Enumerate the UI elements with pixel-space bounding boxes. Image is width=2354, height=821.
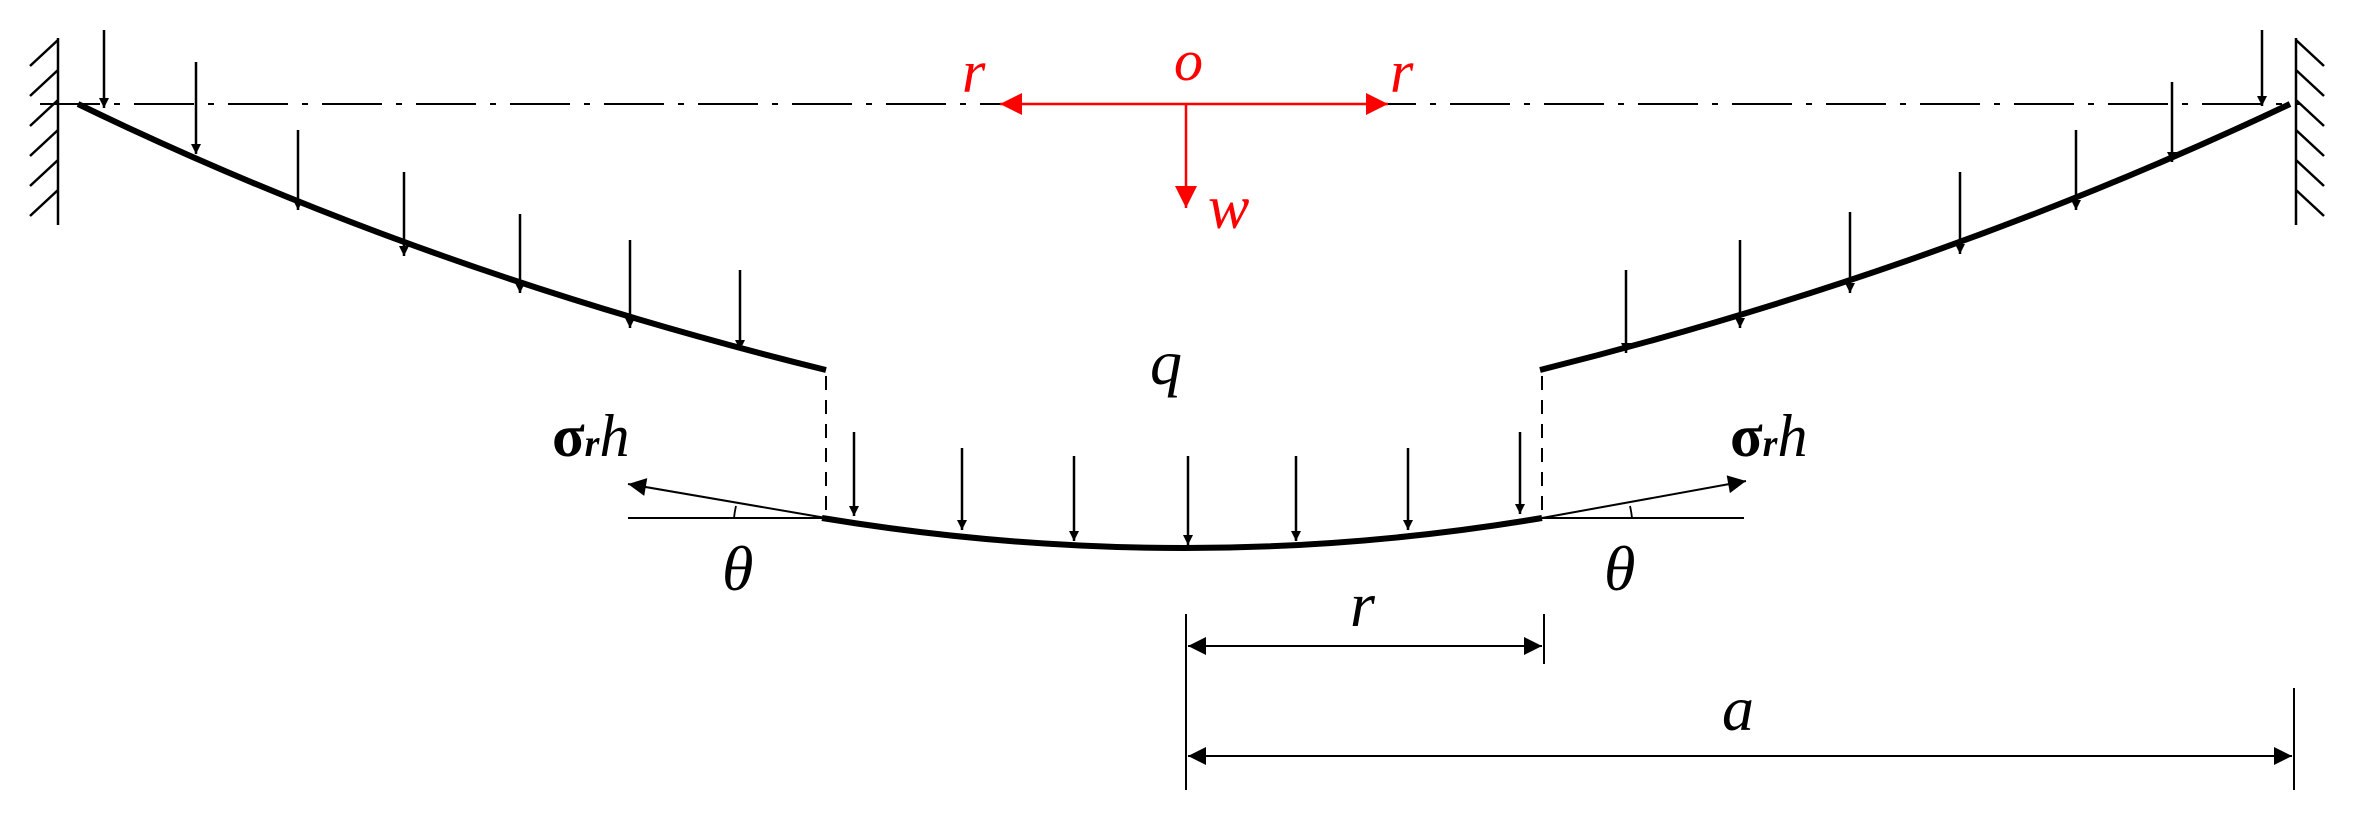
load-arrows-outer-left: [99, 30, 745, 350]
dimension-a-label: a: [1722, 673, 1754, 744]
dimension-extension-lines: [1185, 614, 2295, 790]
plate-outer-left: [76, 101, 827, 373]
cut-lines: [825, 376, 1543, 516]
load-arrows-outer-right: [1621, 30, 2267, 353]
origin-label: o: [1174, 28, 1203, 93]
load-arrows-inner: [849, 432, 1525, 545]
sigma-symbol-right: σ: [1730, 403, 1763, 469]
sigma-arrow-left: [627, 478, 827, 519]
load-q-label: q: [1150, 327, 1182, 398]
sigma-tail-right: h: [1777, 403, 1807, 469]
sigma-arrow-right: [1541, 475, 1747, 519]
plate-inner: [821, 515, 1543, 551]
r-axis-label-right: r: [1390, 39, 1414, 105]
r-axis-label-left: r: [962, 39, 986, 105]
theta-arcs: [733, 505, 1633, 519]
theta-label-left: θ: [722, 533, 753, 604]
sigma-symbol-left: σ: [552, 403, 585, 469]
coordinate-axes: [1000, 93, 1388, 208]
theta-label-right: θ: [1604, 533, 1635, 604]
dimension-r-label: r: [1350, 569, 1376, 640]
left-fixed-support: [29, 38, 60, 225]
w-axis-label: w: [1208, 174, 1249, 242]
sigma-label-left: σrh: [552, 403, 629, 469]
sigma-subscript-left: r: [585, 423, 601, 465]
right-fixed-support: [2294, 38, 2325, 225]
sigma-label-right: σrh: [1730, 403, 1807, 469]
sigma-tail-left: h: [599, 403, 629, 469]
sigma-subscript-right: r: [1763, 423, 1779, 465]
plate-outer-right: [1539, 101, 2292, 373]
